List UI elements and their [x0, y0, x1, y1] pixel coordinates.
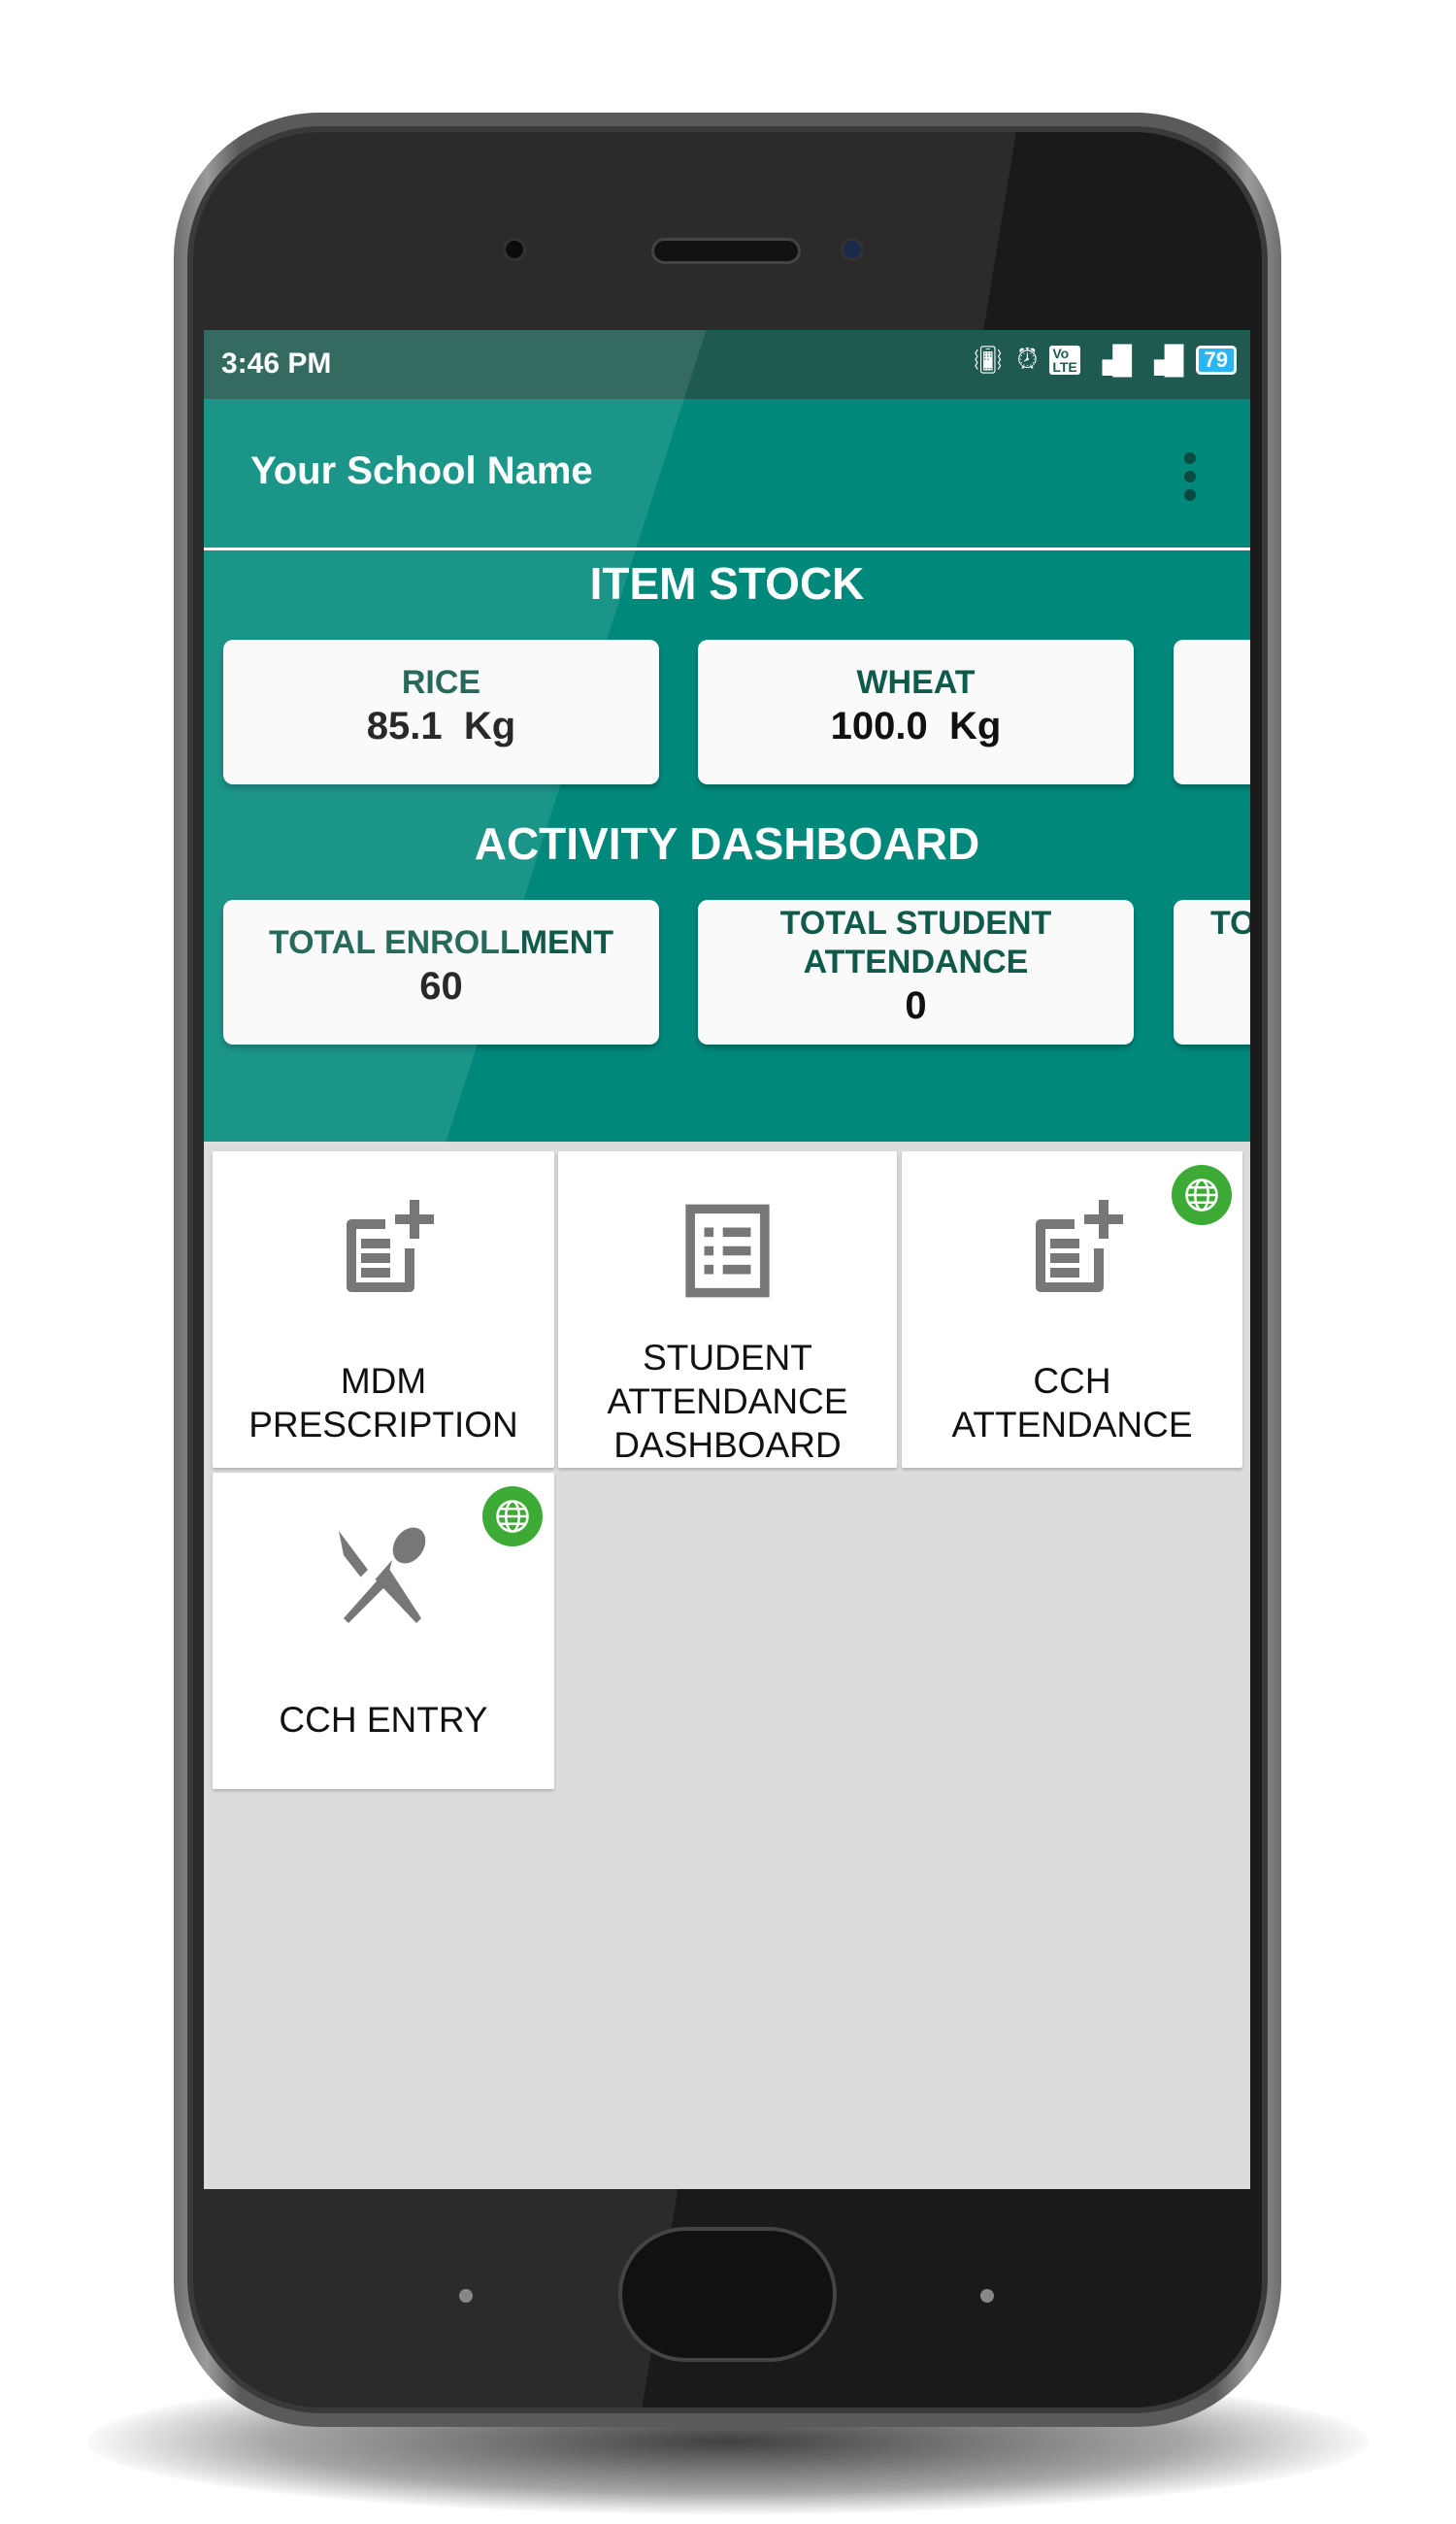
activity-value: 60	[419, 965, 463, 1008]
student-attendance-card[interactable]: TOTAL STUDENT ATTENDANCE 0	[698, 900, 1134, 1045]
stock-label: RICE	[401, 664, 481, 701]
divider	[204, 548, 1250, 550]
stock-label: WHEAT	[856, 664, 976, 701]
battery-icon: 79	[1195, 345, 1237, 375]
toolbar: Your School Name	[204, 399, 1250, 548]
stock-unit: Kg	[949, 705, 1002, 747]
tile-label: MDM	[340, 1361, 427, 1401]
activity-dashboard-title: ACTIVITY DASHBOARD	[474, 818, 980, 869]
globe-icon	[1172, 1165, 1232, 1225]
tile-label: ATTENDANCE	[951, 1405, 1193, 1445]
tile-label: DASHBOARD	[613, 1425, 842, 1465]
activity-label: TO	[1210, 905, 1250, 942]
note-add-icon	[347, 1200, 434, 1292]
vibrate-icon: 📳︎	[970, 345, 1006, 375]
enrollment-card[interactable]: TOTAL ENROLLMENT 60	[223, 900, 659, 1045]
home-button[interactable]	[618, 2227, 837, 2362]
front-camera	[841, 238, 864, 261]
stock-card-rice[interactable]: RICE 85.1 Kg	[223, 640, 659, 784]
signal-icon: ▗█	[1143, 345, 1184, 375]
tile-label: STUDENT	[643, 1338, 812, 1378]
tile-cch-entry[interactable]: CCH ENTRY	[213, 1473, 554, 1789]
activity-label: TOTAL STUDENT ATTENDANCE	[779, 905, 1052, 980]
globe-icon	[482, 1486, 543, 1546]
school-name-title: Your School Name	[250, 449, 593, 492]
tile-label: PRESCRIPTION	[248, 1405, 518, 1445]
signal-icon: ▗█	[1091, 345, 1133, 375]
stock-card-partial[interactable]	[1174, 640, 1250, 784]
item-stock-title: ITEM STOCK	[589, 558, 865, 609]
tile-label: ATTENDANCE	[607, 1381, 848, 1421]
activity-value: 0	[905, 984, 927, 1027]
speaker	[651, 238, 801, 264]
stock-unit: Kg	[463, 705, 516, 747]
status-time: 3:46 PM	[221, 348, 332, 380]
tile-label: CCH	[1033, 1361, 1111, 1401]
list-icon	[685, 1204, 770, 1298]
alarm-icon: ⏰︎	[1016, 344, 1039, 374]
activity-card-partial[interactable]: TO	[1174, 900, 1250, 1045]
nav-back-button[interactable]	[459, 2289, 473, 2303]
more-vert-icon[interactable]	[1183, 452, 1197, 501]
note-add-icon	[1036, 1200, 1123, 1292]
stock-card-wheat[interactable]: WHEAT 100.0 Kg	[698, 640, 1134, 784]
knife-spoon-icon	[339, 1527, 426, 1623]
sensor	[503, 238, 526, 261]
stock-value: 85.1	[366, 705, 443, 747]
tile-label: CCH ENTRY	[279, 1700, 488, 1740]
stock-value: 100.0	[830, 705, 928, 747]
nav-recent-button[interactable]	[980, 2289, 994, 2303]
activity-label: TOTAL ENROLLMENT	[268, 924, 614, 961]
